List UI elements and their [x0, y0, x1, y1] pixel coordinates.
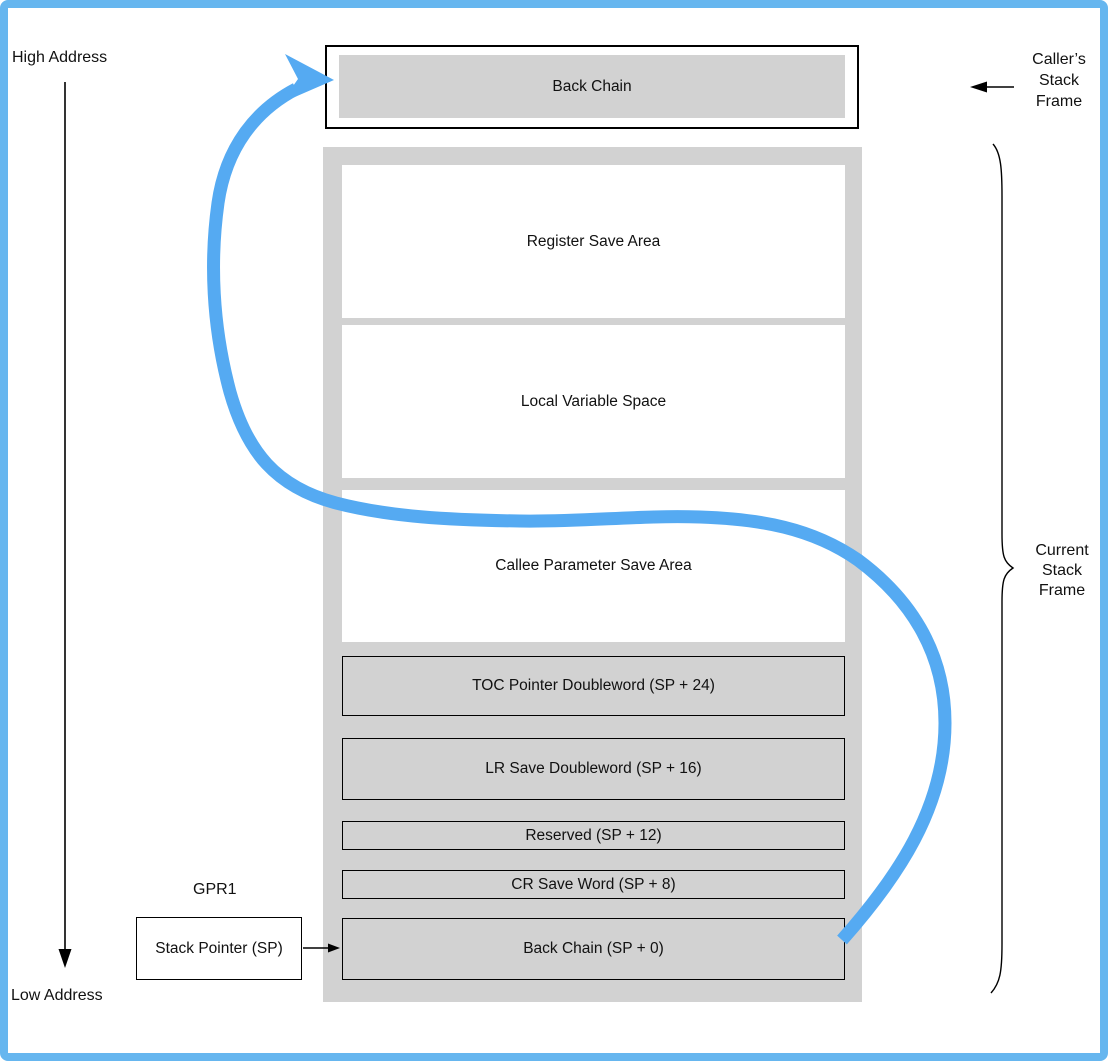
row-lr-save-doubleword: LR Save Doubleword (SP + 16) — [342, 738, 845, 800]
stack-pointer-label: Stack Pointer (SP) — [155, 939, 283, 957]
row-label: CR Save Word (SP + 8) — [511, 875, 676, 893]
row-cr-save-word: CR Save Word (SP + 8) — [342, 870, 845, 899]
caller-frame-arrow — [970, 81, 1014, 93]
high-address-label: High Address — [12, 49, 108, 66]
row-toc-pointer-doubleword: TOC Pointer Doubleword (SP + 24) — [342, 656, 845, 716]
caller-back-chain-box: Back Chain — [325, 45, 859, 129]
callers-frame-line-2: Stack — [1038, 72, 1079, 89]
callers-frame-line-1: Caller’s — [1032, 51, 1086, 68]
row-label: Back Chain (SP + 0) — [523, 940, 664, 957]
current-frame-line-1: Current — [1035, 542, 1089, 559]
callers-frame-line-3: Frame — [1035, 93, 1083, 110]
gpr1-label: GPR1 — [193, 881, 237, 898]
callers-stack-frame-label: Caller’s Stack Frame — [1019, 49, 1099, 112]
current-stack-frame-label: Current Stack Frame — [1022, 541, 1102, 601]
current-frame-line-3: Frame — [1038, 582, 1086, 599]
row-register-save-area: Register Save Area — [342, 165, 845, 318]
current-frame-line-2: Stack — [1041, 562, 1082, 579]
caller-back-chain-cell: Back Chain — [339, 55, 845, 118]
current-frame-brace — [990, 143, 1015, 994]
row-reserved: Reserved (SP + 12) — [342, 821, 845, 850]
row-local-variable-space: Local Variable Space — [342, 325, 845, 478]
row-label: Register Save Area — [526, 232, 661, 250]
row-label: LR Save Doubleword (SP + 16) — [485, 760, 702, 777]
row-callee-parameter-save-area: Callee Parameter Save Area — [342, 490, 845, 642]
stack-pointer-box: Stack Pointer (SP) — [136, 917, 302, 980]
address-direction-arrow — [58, 82, 72, 968]
current-stack-frame-container: Register Save Area Local Variable Space … — [323, 147, 862, 1002]
caller-back-chain-label: Back Chain — [552, 77, 632, 95]
row-back-chain-sp0: Back Chain (SP + 0) — [342, 918, 845, 980]
row-label: Callee Parameter Save Area — [495, 557, 692, 574]
row-label: Local Variable Space — [520, 392, 667, 410]
row-label: TOC Pointer Doubleword (SP + 24) — [472, 677, 715, 694]
row-label: Reserved (SP + 12) — [525, 826, 662, 844]
low-address-label: Low Address — [11, 987, 103, 1004]
